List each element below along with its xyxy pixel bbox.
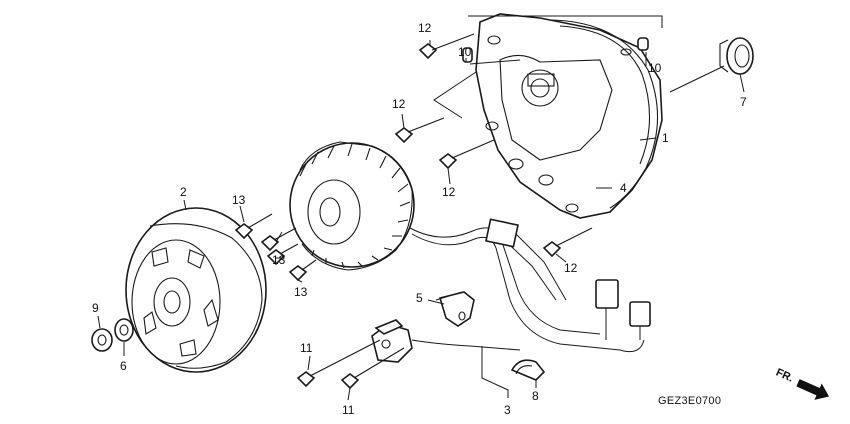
- pulse-generator: [371, 319, 521, 363]
- callout-3: 3: [504, 403, 511, 417]
- callout-12-top: 12: [418, 21, 432, 35]
- callout-12-lower: 12: [564, 261, 578, 275]
- oil-seal: [719, 37, 754, 75]
- callout-13-top: 13: [232, 193, 246, 207]
- callout-labels: 1 2 3 4 5 6 7 8 9 10 10 11 11 12 12 12 1…: [92, 21, 747, 417]
- callout-12-middle: 12: [442, 185, 456, 199]
- callout-10-dowel-right: 10: [648, 61, 662, 75]
- cover-bolt: [394, 33, 593, 258]
- flywheel: [125, 207, 267, 373]
- sensor-bracket: [435, 291, 475, 327]
- callout-8: 8: [532, 389, 539, 403]
- diagram-code: GEZ3E0700: [658, 395, 721, 407]
- callout-2: 2: [180, 185, 187, 199]
- callout-7: 7: [740, 95, 747, 109]
- callout-4: 4: [620, 181, 627, 195]
- dowel-pin: [462, 37, 649, 63]
- callout-5: 5: [416, 291, 423, 305]
- arrow-right-icon: [796, 379, 830, 400]
- pulse-generator-bolt: [296, 339, 405, 390]
- front-direction-label: FR.: [774, 367, 795, 385]
- callout-11-upper: 11: [300, 341, 313, 355]
- generator-cover: [475, 13, 663, 219]
- callout-13-lower: 13: [294, 285, 308, 299]
- wire-clip: [510, 359, 546, 381]
- flywheel-nut: [91, 328, 113, 352]
- leader-lines: [97, 40, 745, 401]
- callout-1: 1: [662, 131, 669, 145]
- flywheel-bolt: [234, 213, 317, 282]
- callout-12-left: 12: [392, 97, 406, 111]
- callout-11-lower: 11: [342, 403, 355, 417]
- callout-13-middle: 13: [272, 253, 286, 267]
- front-direction-indicator: FR.: [774, 367, 830, 400]
- washer: [114, 318, 134, 342]
- callout-10-dowel-left: 10: [458, 45, 472, 59]
- callout-6: 6: [120, 359, 127, 373]
- callout-9: 9: [92, 301, 99, 315]
- stator: [289, 141, 415, 271]
